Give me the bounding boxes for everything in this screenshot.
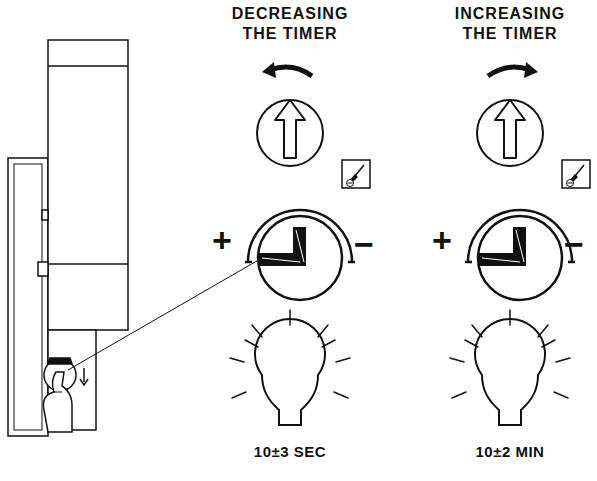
minus-sign: − — [559, 227, 589, 261]
section-heading: DECREASING THE TIMER — [223, 4, 358, 44]
left-column-figures — [230, 100, 370, 425]
right-column-figures — [450, 100, 590, 425]
leader-line — [68, 258, 262, 370]
rotate-right-arrow — [488, 62, 538, 78]
plus-sign: + — [427, 223, 457, 257]
rotate-left-arrow — [262, 62, 312, 78]
section-heading: INCREASING THE TIMER — [443, 4, 578, 44]
timer-value: 10±3 SEC — [230, 443, 350, 461]
timer-value: 10±2 MIN — [450, 443, 570, 461]
plus-sign: + — [207, 223, 237, 257]
minus-sign: − — [349, 227, 379, 261]
wall-lamp — [8, 40, 128, 436]
